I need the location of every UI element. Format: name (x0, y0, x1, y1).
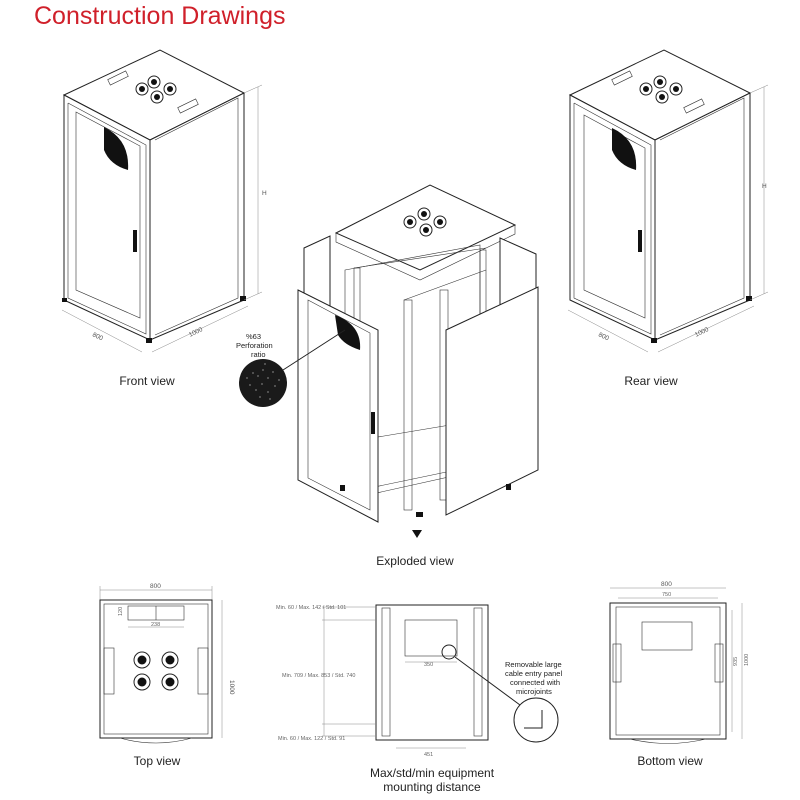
mounting-middle-dim: Min. 709 / Max. 853 / Std. 740 (282, 673, 355, 679)
bottom-d2-dim: 1000 (744, 654, 750, 666)
bottom-view-drawing (609, 587, 743, 744)
rear-perforation-icon (612, 128, 637, 170)
mounting-bottom-dim: Min. 60 / Max. 122 / Std. 91 (278, 736, 345, 742)
front-view-cabinet (61, 49, 263, 353)
callout-line-1: Removable large (505, 660, 562, 669)
exploded-top-fans-icon (403, 207, 447, 237)
exploded-foot-icon (412, 530, 422, 538)
bottom-d1-dim: 935 (733, 657, 739, 666)
perforation-percent: %63 (246, 332, 261, 341)
front-width-dim: 800 (91, 331, 104, 342)
cable-panel-zoom (513, 697, 559, 743)
mounting-top-dim: Min. 60 / Max. 142 / Std. 101 (276, 605, 346, 611)
mounting-panel-dim: 350 (424, 662, 433, 668)
caption-mounting-line-2: mounting distance (383, 780, 481, 794)
rear-top-fans-icon (611, 70, 705, 114)
top-view-fans-icon (133, 651, 179, 691)
perforation-ratio: ratio (251, 350, 266, 359)
top-view-drawing (99, 586, 223, 744)
caption-rear-view: Rear view (624, 374, 678, 388)
top-small-dim: 120 (118, 607, 124, 616)
top-width-dim: 800 (150, 583, 161, 590)
rear-height-dim: H (762, 183, 767, 190)
caption-front-view: Front view (119, 374, 175, 388)
top-inner-dim: 238 (151, 622, 160, 628)
perforation-label: Perforation (236, 341, 273, 350)
callout-line-3: connected with (510, 678, 560, 687)
front-perforation-icon (104, 127, 129, 170)
exploded-view-cabinet (297, 184, 539, 538)
mounting-bottom-width-dim: 451 (424, 752, 433, 758)
mounting-view-drawing (322, 604, 559, 749)
caption-mounting-line-1: Max/std/min equipment (369, 766, 495, 780)
caption-bottom-view: Bottom view (637, 754, 703, 768)
caption-exploded-view: Exploded view (376, 554, 454, 568)
bottom-width-dim: 800 (661, 581, 672, 588)
page-title: Construction Drawings (34, 2, 286, 30)
front-top-fans-icon (107, 70, 199, 114)
front-height-dim: H (262, 190, 267, 197)
perforation-callout (239, 329, 346, 407)
callout-line-4: microjoints (516, 687, 552, 696)
rear-door-handle-icon (638, 230, 642, 252)
rear-width-dim: 800 (597, 331, 610, 342)
top-depth-dim: 1000 (228, 680, 235, 695)
rear-view-cabinet (567, 49, 769, 353)
front-door-handle-icon (133, 230, 137, 252)
callout-line-2: cable entry panel (505, 669, 562, 678)
caption-top-view: Top view (133, 754, 181, 768)
bottom-inner-dim: 750 (662, 592, 671, 598)
